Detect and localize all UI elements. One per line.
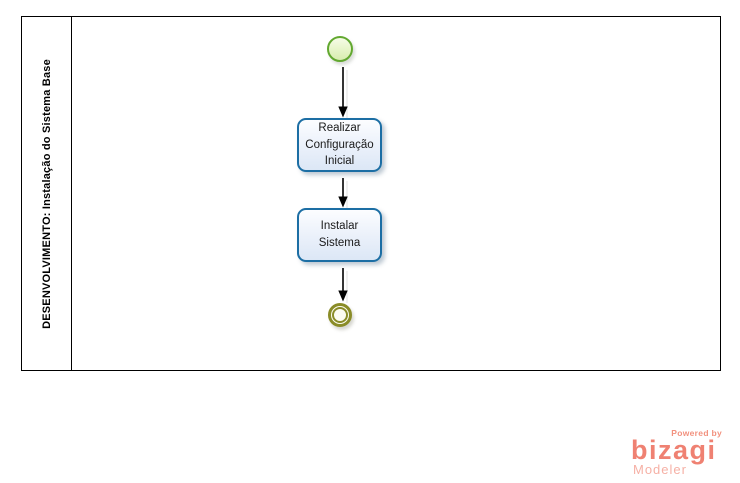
powered-by-label: Powered by (671, 428, 722, 438)
bizagi-branding[interactable]: Powered by bizagi Modeler (631, 428, 723, 477)
task-realizar-configuracao-inicial[interactable]: Realizar Configuração Inicial (297, 118, 382, 172)
end-event-inner-ring (332, 307, 348, 323)
start-event[interactable] (327, 36, 353, 62)
end-event[interactable] (328, 303, 352, 327)
pool-label-band: DESENVOLVIMENTO: Instalação do Sistema B… (22, 17, 72, 370)
pool-title: DESENVOLVIMENTO: Instalação do Sistema B… (40, 58, 53, 329)
modeler-label: Modeler (633, 462, 687, 477)
bpmn-pool: DESENVOLVIMENTO: Instalação do Sistema B… (21, 16, 721, 371)
bizagi-logo: bizagi (631, 435, 717, 465)
task-instalar-sistema[interactable]: Instalar Sistema (297, 208, 382, 262)
task-label: Instalar Sistema (318, 220, 361, 249)
task-label: Realizar Configuração Inicial (305, 122, 374, 168)
